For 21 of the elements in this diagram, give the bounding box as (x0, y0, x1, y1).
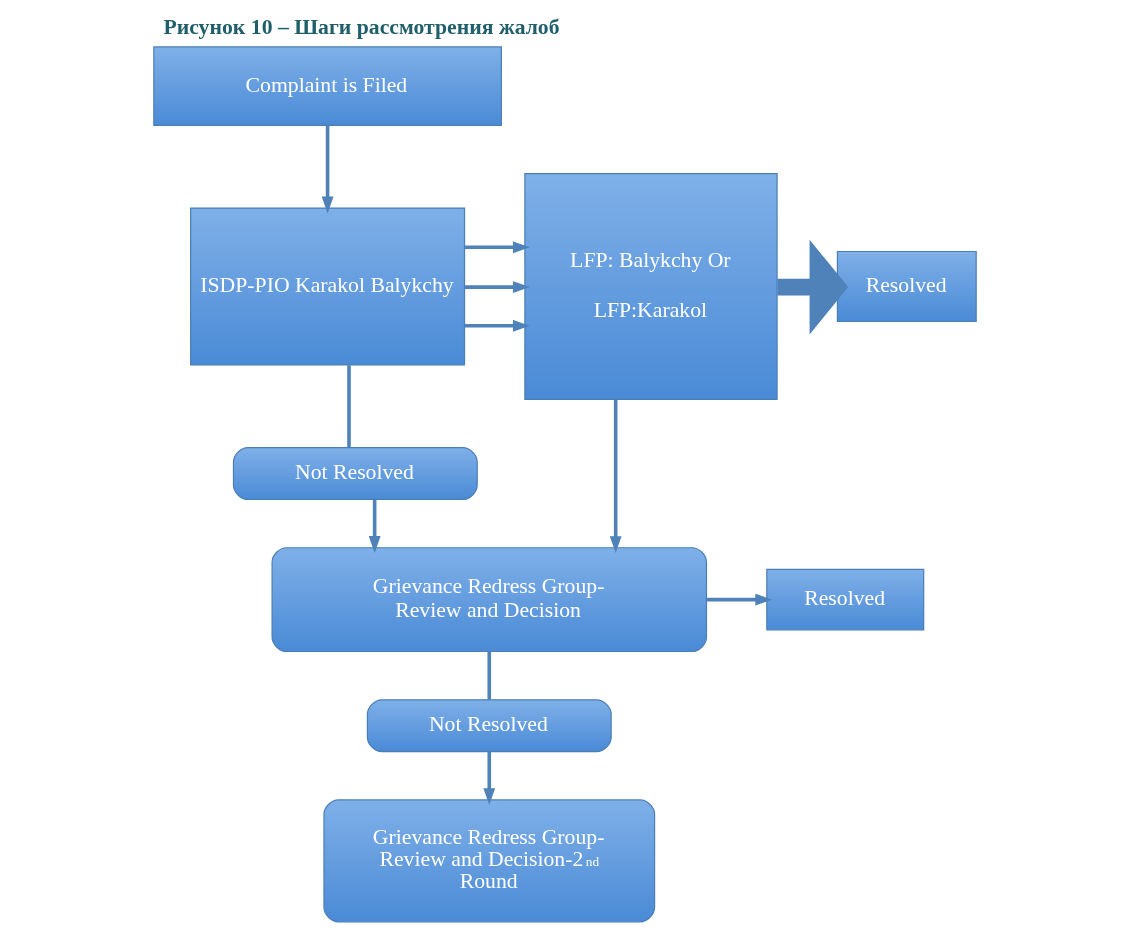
node-box: Not Resolved (232, 447, 478, 501)
node-box: ISDP-PIO Karakol Balykchy (189, 207, 465, 366)
arrow (706, 593, 772, 606)
node-box: Complaint is Filed (152, 46, 502, 126)
node-box: Not Resolved (366, 699, 612, 753)
arrow (321, 125, 334, 214)
arrow (482, 751, 495, 806)
node-box: Grievance Redress Group- Review and Decision-2nd Round (322, 799, 655, 923)
connector (486, 651, 491, 700)
node-box: LFP: Balykchy Or LFP:Karakol (523, 173, 778, 400)
arrow (464, 281, 530, 294)
arrow (368, 499, 381, 553)
connector (346, 365, 351, 448)
node-box: Resolved (765, 568, 924, 631)
arrow (776, 239, 848, 335)
arrow (464, 241, 530, 254)
arrow (609, 399, 622, 554)
diagram-title: Рисунок 10 – Шаги рассмотрения жалоб (162, 15, 560, 40)
arrow (464, 319, 530, 332)
node-box: Grievance Redress Group- Review and Decision (270, 547, 707, 653)
node-box: Resolved (836, 250, 977, 323)
